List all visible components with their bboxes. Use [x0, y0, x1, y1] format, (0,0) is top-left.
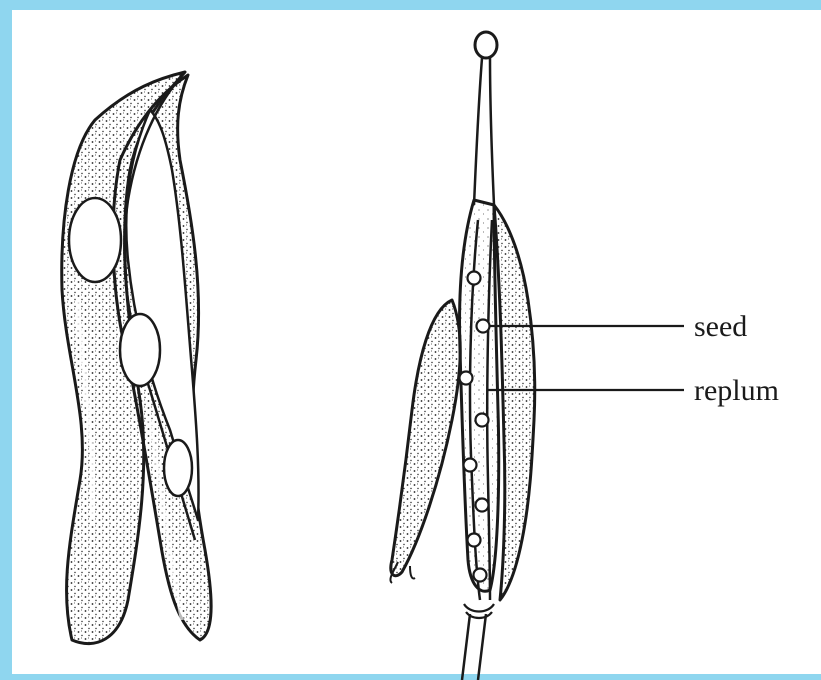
right-pod-seed-5	[464, 459, 477, 472]
left-opened-pod	[62, 72, 211, 644]
right-pod-seed-3	[460, 372, 473, 385]
left-pod-seed-3	[164, 440, 192, 496]
right-pod-seed-8	[474, 569, 487, 582]
right-pod-valve-right	[494, 205, 535, 600]
replum-label: replum	[694, 374, 779, 407]
pedicel-stalk	[462, 614, 486, 680]
pedicel-knot	[464, 604, 494, 618]
right-pod-seed-1	[468, 272, 481, 285]
stigma-knob	[475, 32, 497, 58]
right-pod-valve-main	[460, 200, 499, 591]
seed-label: seed	[694, 310, 747, 343]
left-pod-seed-2	[120, 314, 160, 386]
right-pod	[390, 32, 534, 680]
left-pod-seed-1	[69, 198, 121, 282]
right-pod-seed-7	[468, 534, 481, 547]
pod-beak	[474, 58, 494, 205]
right-pod-seed-2	[477, 320, 490, 333]
right-pod-seed-6	[476, 499, 489, 512]
right-pod-valve-left	[391, 300, 460, 576]
right-pod-seed-4	[476, 414, 489, 427]
